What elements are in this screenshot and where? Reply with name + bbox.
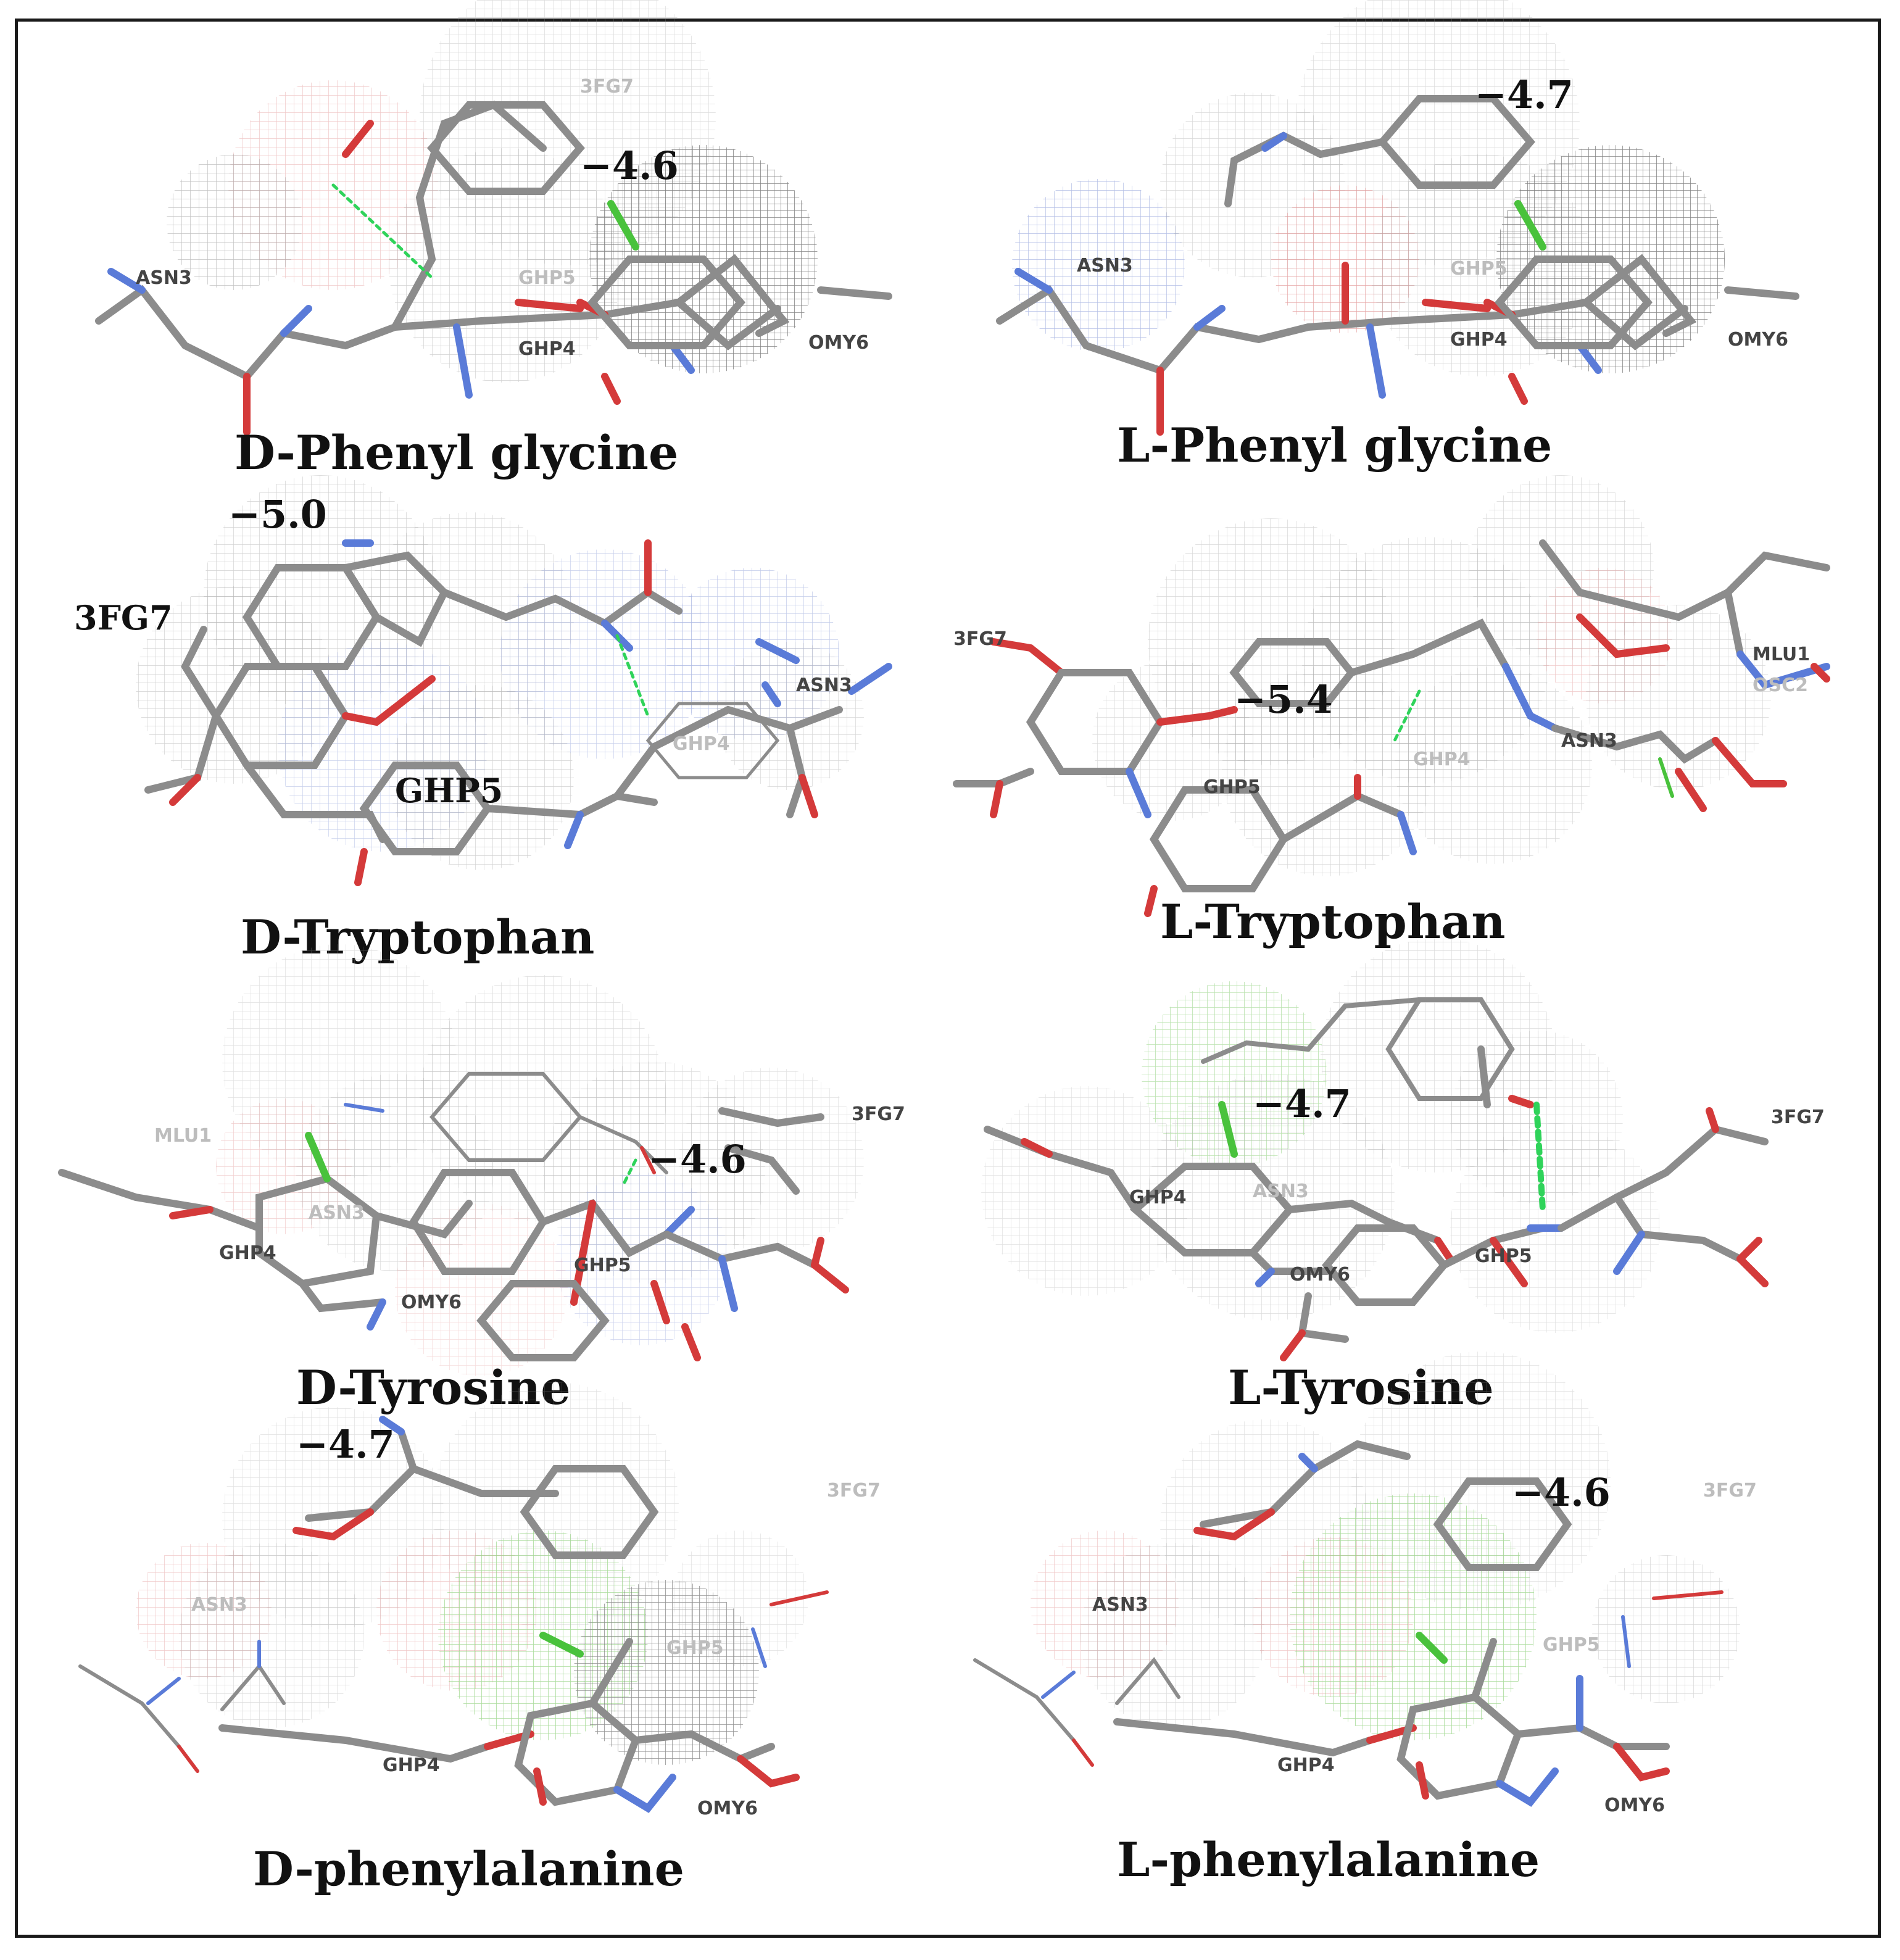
residue-label: GHP4 — [1129, 1187, 1187, 1208]
residue-label: GHP5 — [1450, 258, 1508, 280]
ligand-sticks — [953, 539, 1830, 917]
residue-label: GHP4 — [1413, 749, 1471, 770]
residue-label: OMY6 — [697, 1798, 758, 1819]
residue-label: 3FG7 — [580, 76, 634, 98]
ligand-sticks — [95, 101, 892, 436]
residue-label: GHP4 — [518, 338, 576, 360]
residue-label: GHP4 — [383, 1754, 440, 1776]
panel-l-phenyl-glycine: −4.7 ASN3 GHP4 GHP5 OMY6 L-Phenyl glycin… — [996, 0, 1799, 473]
panel-caption: L-phenylalanine — [1117, 1832, 1540, 1887]
residue-label: GHP5 — [1475, 1245, 1532, 1267]
residue-label: GHP5 — [574, 1255, 631, 1276]
residue-label: ASN3 — [191, 1594, 247, 1616]
residue-label: GHP5 — [1203, 776, 1261, 798]
residue-label: OMY6 — [1604, 1795, 1665, 1816]
residue-label: OMY6 — [808, 332, 869, 354]
residue-label: ASN3 — [136, 267, 192, 289]
residue-label: ASN3 — [1561, 730, 1617, 752]
residue-label: MLU1 — [1753, 644, 1810, 665]
panel-caption: D-Phenyl glycine — [234, 425, 678, 480]
binding-score: −4.6 — [580, 143, 679, 188]
residue-label: GHP4 — [673, 733, 730, 755]
panel-d-phenylalanine: −4.7 3FG7 ASN3 GHP5 GHP4 OMY6 D-phenylal… — [78, 1382, 881, 1896]
residue-label: 3FG7 — [1771, 1107, 1825, 1128]
residue-label: GHP4 — [1450, 329, 1508, 351]
residue-label: 3FG7 — [953, 628, 1007, 650]
residue-label: 3FG7 — [852, 1103, 905, 1125]
binding-score: −4.6 — [1512, 1470, 1611, 1515]
ligand-sticks — [984, 997, 1769, 1361]
residue-label: MLU1 — [154, 1125, 212, 1147]
residue-label: GHP4 — [219, 1242, 276, 1264]
panel-l-phenylalanine: −4.6 3FG7 ASN3 GHP5 GHP4 OMY6 L-phenylal… — [973, 1352, 1757, 1887]
residue-label: ASN3 — [1092, 1594, 1148, 1616]
ligand-sticks — [144, 539, 892, 886]
residue-label: OMY6 — [401, 1292, 462, 1313]
residue-label: GHP4 — [1277, 1754, 1335, 1776]
surface-spheres — [1092, 475, 1771, 876]
residue-label: GHP5 — [395, 771, 503, 810]
panel-caption: D-phenylalanine — [253, 1842, 684, 1896]
binding-score: −4.7 — [296, 1422, 395, 1467]
residue-label: ASN3 — [309, 1202, 365, 1224]
residue-label: ASN3 — [1077, 255, 1133, 276]
panel-l-tryptophan: −5.4 3FG7 MLU1 OSC2 ASN3 GHP5 GHP4 L-Try… — [953, 475, 1830, 949]
ligand-sticks — [58, 1072, 849, 1361]
residue-label: OSC2 — [1753, 675, 1808, 696]
panel-l-tyrosine: −4.7 3FG7 ASN3 GHP4 OMY6 GHP5 L-Tyrosine — [981, 938, 1825, 1415]
residue-label: GHP5 — [518, 267, 576, 289]
binding-score: −5.4 — [1234, 677, 1333, 722]
ligand-sticks — [973, 1440, 1724, 1807]
panel-d-phenyl-glycine: −4.6 ASN3 GHP4 GHP5 OMY6 3FG7 D-Phenyl g… — [95, 0, 892, 480]
binding-score: −4.7 — [1475, 72, 1574, 117]
residue-label: 3FG7 — [827, 1480, 881, 1501]
binding-score: −5.0 — [228, 492, 327, 537]
surface-spheres — [981, 938, 1660, 1333]
residue-label: ASN3 — [1253, 1181, 1309, 1202]
residue-label: GHP5 — [1543, 1634, 1600, 1656]
residue-label: OMY6 — [1728, 329, 1788, 351]
residue-label: GHP5 — [666, 1637, 724, 1659]
residue-label: 3FG7 — [1703, 1480, 1757, 1501]
panel-d-tyrosine: −4.6 MLU1 3FG7 ASN3 GHP4 GHP5 OMY6 D-Tyr… — [58, 944, 905, 1415]
surface-spheres — [136, 1382, 808, 1765]
ligand-sticks — [78, 1416, 829, 1813]
panel-d-tryptophan: −5.0 3FG7 GHP5 ASN3 GHP4 D-Tryptophan — [74, 475, 892, 965]
ligand-sticks — [996, 95, 1799, 436]
binding-score: −4.6 — [648, 1137, 747, 1182]
residue-label: ASN3 — [796, 675, 852, 696]
residue-label: OMY6 — [1290, 1264, 1350, 1285]
binding-score: −4.7 — [1253, 1081, 1351, 1126]
residue-label: 3FG7 — [74, 598, 173, 637]
panel-caption: L-Phenyl glycine — [1117, 418, 1552, 473]
